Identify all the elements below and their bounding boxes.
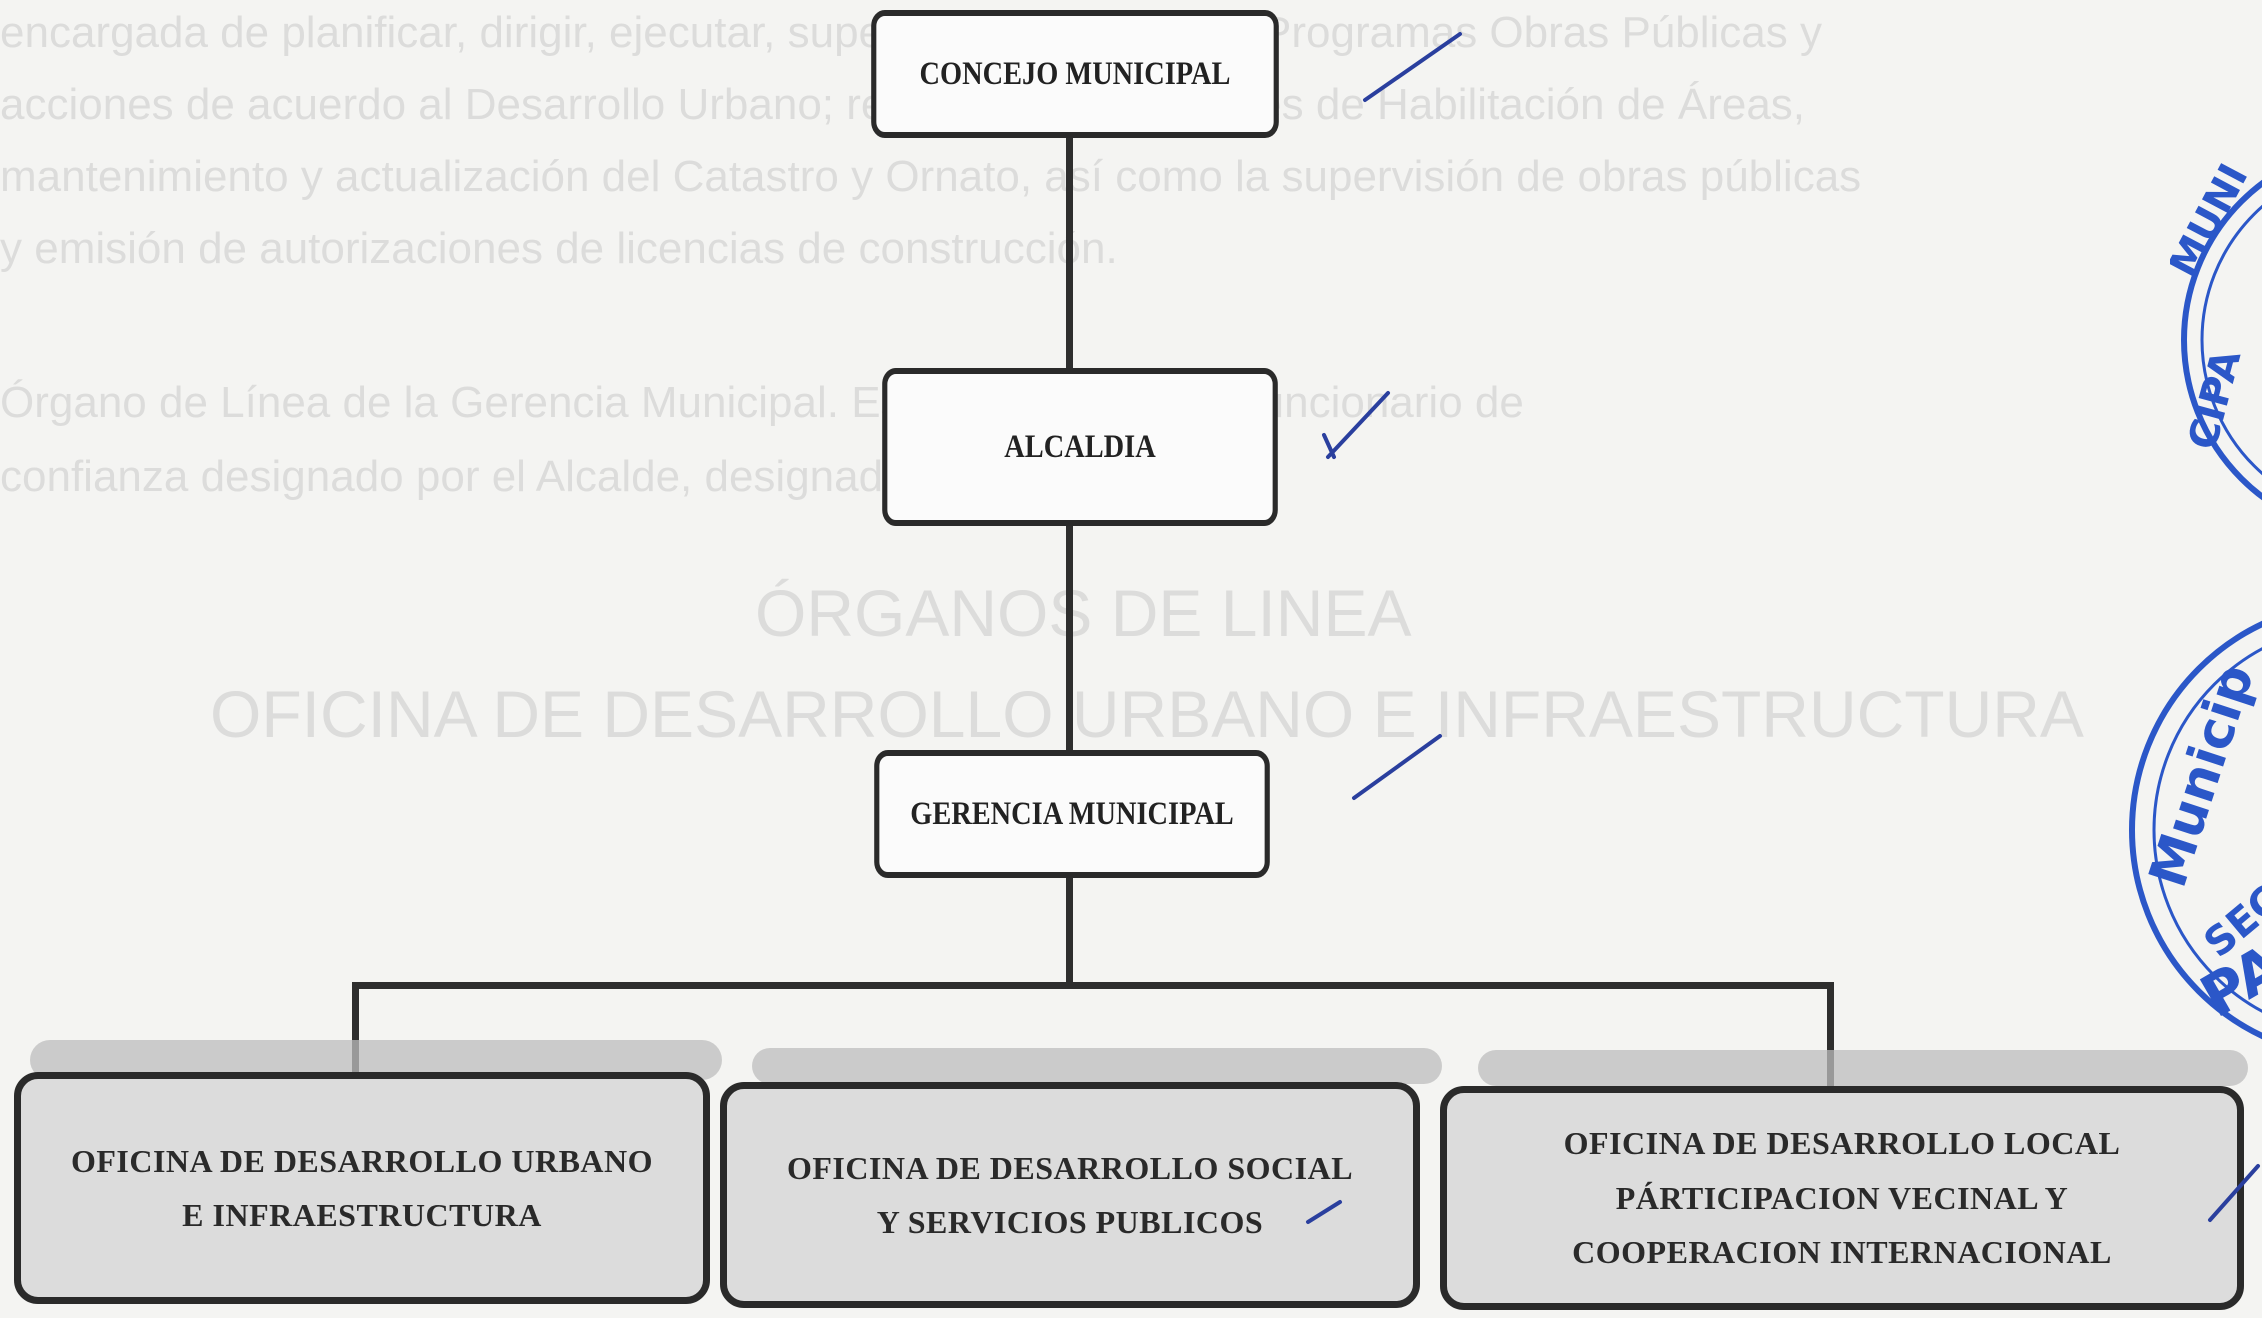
municipal-stamp-lower: Municip SEC PA (2129, 620, 2262, 1040)
pen-check-mark (1352, 734, 1442, 800)
pen-check-mark (1363, 32, 1462, 102)
office-title-line: COOPERACION INTERNACIONAL (1572, 1234, 2112, 1271)
pen-check-mark (2208, 1164, 2260, 1222)
office-shadow (1478, 1050, 2248, 1086)
gerencia-municipal-box: GERENCIA MUNICIPAL (874, 750, 1270, 878)
oficina-desarrollo-social-box: OFICINA DE DESARROLLO SOCIAL Y SERVICIOS… (720, 1082, 1420, 1308)
connector-horizontal (352, 982, 1834, 989)
alcaldia-label: ALCALDIA (1004, 428, 1156, 465)
connector-vertical-main (1066, 130, 1073, 988)
office-title-line: Y SERVICIOS PUBLICOS (876, 1204, 1264, 1240)
office-title-line: PÁRTICIPACION VECINAL Y (1615, 1179, 2069, 1216)
svg-text:Municip: Municip (2138, 657, 2262, 894)
gerencia-municipal-label: GERENCIA MUNICIPAL (910, 795, 1234, 832)
office-title-line: E INFRAESTRUCTURA (182, 1197, 542, 1233)
oficina-desarrollo-urbano-box: OFICINA DE DESARROLLO URBANO E INFRAESTR… (14, 1072, 710, 1304)
background-paragraph-line: y emisión de autorizaciones de licencias… (0, 224, 1118, 273)
alcaldia-box: ALCALDIA (882, 368, 1278, 526)
background-heading: ÓRGANOS DE LINEA (755, 576, 1412, 650)
oficina-desarrollo-local-box: OFICINA DE DESARROLLO LOCAL PÁRTICIPACIO… (1440, 1086, 2244, 1310)
connector-drop-right (1827, 982, 1834, 1086)
background-heading: OFICINA DE DESARROLLO URBANO E INFRAESTR… (210, 677, 2084, 751)
office-shadow (752, 1048, 1442, 1084)
connector-drop-left (352, 982, 359, 1086)
municipal-stamp-upper: MUNI CIPA (2170, 157, 2262, 501)
pen-check-mark (1306, 1200, 1342, 1224)
background-paragraph-line: mantenimiento y actualización del Catast… (0, 152, 1862, 201)
office-title-line: OFICINA DE DESARROLLO SOCIAL (786, 1149, 1354, 1186)
background-paragraph-line: Órgano de Línea de la Gerencia Municipal… (0, 378, 1524, 427)
concejo-municipal-box: CONCEJO MUNICIPAL (871, 10, 1279, 138)
svg-text:CIPA: CIPA (2180, 345, 2251, 454)
office-title-line: OFICINA DE DESARROLLO URBANO (70, 1142, 654, 1179)
svg-text:MUNI: MUNI (2170, 157, 2257, 285)
concejo-municipal-label: CONCEJO MUNICIPAL (919, 55, 1231, 92)
pen-check-mark (1322, 391, 1390, 459)
office-title-line: OFICINA DE DESARROLLO LOCAL (1563, 1125, 2121, 1162)
